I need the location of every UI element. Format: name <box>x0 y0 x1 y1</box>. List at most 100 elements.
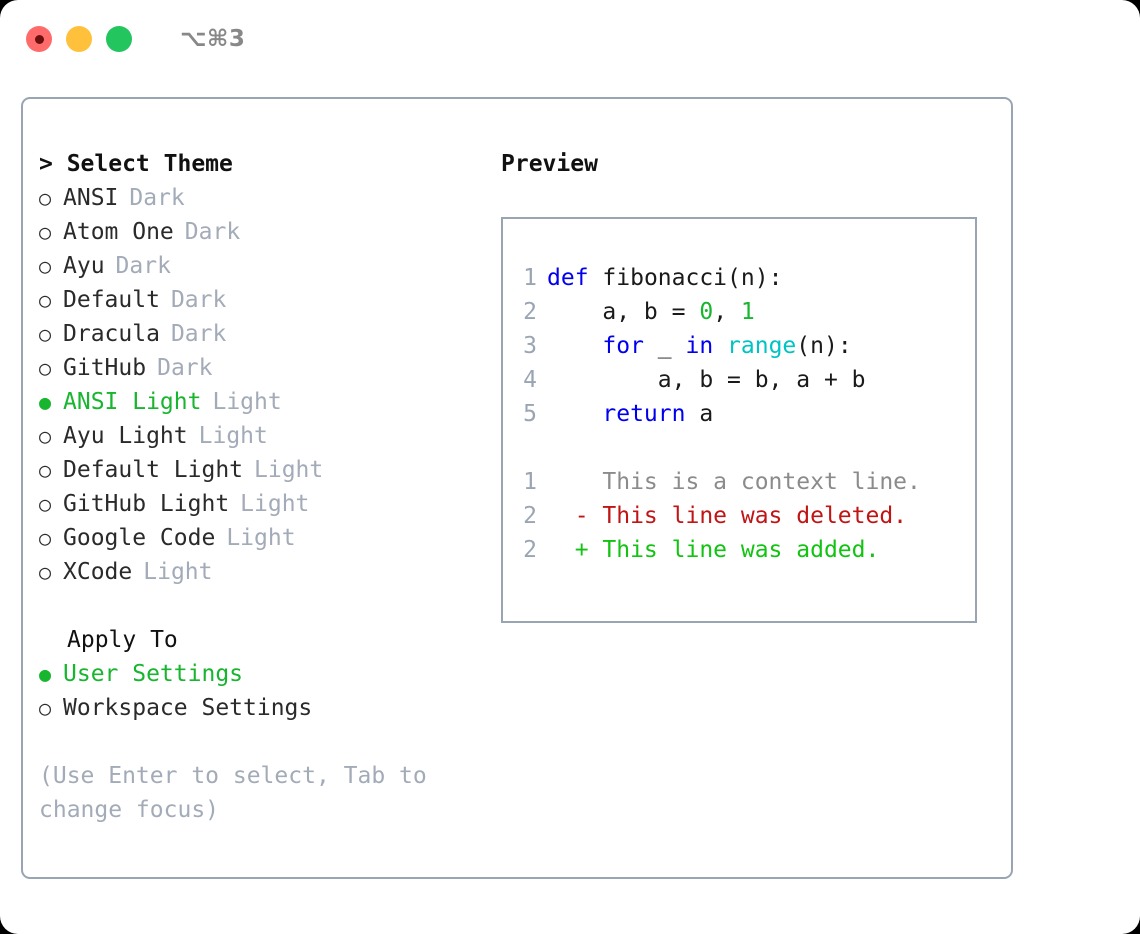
radio-unselected-icon: ○ <box>39 356 52 380</box>
code-text: a, b = b, a + b <box>547 363 866 397</box>
code-token: return <box>602 401 686 427</box>
radio-unselected-icon: ○ <box>39 424 52 448</box>
code-text: for _ in range(n): <box>547 329 852 363</box>
theme-option-label: XCode <box>63 559 133 585</box>
line-number: 5 <box>523 401 537 427</box>
theme-option-label: Google Code <box>63 525 216 551</box>
line-number: 2 <box>523 503 537 529</box>
theme-option[interactable]: ○ ANSI Dark <box>39 181 499 215</box>
radio-unselected-icon: ○ <box>39 526 52 550</box>
theme-variant-badge: Dark <box>129 185 185 211</box>
theme-option[interactable]: ○ Dracula Dark <box>39 317 499 351</box>
theme-option[interactable]: ○ Default Light Light <box>39 453 499 487</box>
code-token: 0 <box>699 299 714 325</box>
theme-option[interactable]: ○ Google Code Light <box>39 521 499 555</box>
radio-selected-icon: ● <box>39 390 52 414</box>
title-bar: ⌥⌘3 <box>0 0 1140 78</box>
theme-variant-badge: Light <box>254 457 324 483</box>
code-token: range <box>727 333 797 359</box>
radio-unselected-icon: ○ <box>39 560 52 584</box>
code-text: def fibonacci(n): <box>547 261 782 295</box>
code-token: def <box>547 265 589 291</box>
line-number: 3 <box>523 333 537 359</box>
code-line: 5 return a <box>503 397 975 431</box>
line-number: 1 <box>523 265 537 291</box>
apply-to-option[interactable]: ○Workspace Settings <box>39 691 499 725</box>
radio-unselected-icon: ○ <box>39 322 52 346</box>
code-line: 3 for _ in range(n): <box>503 329 975 363</box>
code-token <box>547 333 602 359</box>
line-number: 1 <box>523 469 537 495</box>
code-token: a, b = b, a + b <box>547 367 866 393</box>
theme-option-label: GitHub <box>63 355 147 381</box>
radio-selected-icon: ● <box>39 662 52 686</box>
keyboard-hint-text: (Use Enter to select, Tab to change focu… <box>39 763 441 823</box>
line-number: 2 <box>523 299 537 325</box>
code-line: 4 a, b = b, a + b <box>503 363 975 397</box>
theme-variant-badge: Dark <box>170 287 227 313</box>
radio-unselected-icon: ○ <box>39 458 52 482</box>
preview-header: Preview <box>501 151 598 177</box>
theme-option[interactable]: ○ Ayu Light Light <box>39 419 499 453</box>
theme-variant-badge: Light <box>240 491 310 517</box>
code-token <box>589 265 603 291</box>
theme-option-label: Default <box>63 287 160 313</box>
theme-option[interactable]: ○ Default Dark <box>39 283 499 317</box>
code-line: 2 a, b = 0, 1 <box>503 295 975 329</box>
line-number: 2 <box>523 537 537 563</box>
code-token: 1 <box>740 299 755 325</box>
theme-option-label: ANSI <box>63 185 119 211</box>
diff-line: 2 - This line was deleted. <box>503 499 975 533</box>
theme-option[interactable]: ○ Ayu Dark <box>39 249 499 283</box>
theme-option[interactable]: ○ XCode Light <box>39 555 499 589</box>
maximize-button-icon[interactable] <box>106 26 132 52</box>
diff-text: - This line was deleted. <box>547 503 908 529</box>
radio-unselected-icon: ○ <box>39 492 52 516</box>
code-token <box>713 333 727 359</box>
theme-variant-badge: Dark <box>170 321 227 347</box>
code-token: , <box>713 299 741 325</box>
code-token <box>547 401 602 427</box>
code-token: for <box>602 333 644 359</box>
theme-option-label: ANSI Light <box>63 389 202 415</box>
theme-option-label: Ayu <box>63 253 105 279</box>
apply-to-option-label: User Settings <box>63 661 244 687</box>
code-line: 1 def fibonacci(n): <box>503 261 975 295</box>
code-token: _ <box>643 333 686 359</box>
diff-sample: 1 This is a context line.2 - This line w… <box>503 465 975 567</box>
theme-variant-badge: Dark <box>115 253 171 279</box>
radio-unselected-icon: ○ <box>39 186 52 210</box>
diff-text: + This line was added. <box>547 537 880 563</box>
apply-to-option-list[interactable]: ● User Settings ○Workspace Settings <box>39 657 499 725</box>
code-token: a, b = <box>547 299 700 325</box>
radio-unselected-icon: ○ <box>39 220 52 244</box>
apply-to-option-label: Workspace Settings <box>63 695 313 721</box>
diff-line: 1 This is a context line. <box>503 465 975 499</box>
select-theme-header: > Select Theme <box>39 151 233 177</box>
minimize-button-icon[interactable] <box>66 26 92 52</box>
code-token: fibonacci(n): <box>602 265 783 291</box>
traffic-lights <box>26 26 132 52</box>
code-token: (n): <box>796 333 852 359</box>
apply-to-option[interactable]: ● User Settings <box>39 657 499 691</box>
theme-variant-badge: Light <box>226 525 296 551</box>
theme-option-label: Atom One <box>63 219 174 245</box>
close-button-icon[interactable] <box>26 26 52 52</box>
theme-variant-badge: Light <box>143 559 213 585</box>
theme-option-label: Dracula <box>63 321 160 347</box>
theme-option-label: Ayu Light <box>63 423 188 449</box>
code-text: a, b = 0, 1 <box>547 295 755 329</box>
radio-unselected-icon: ○ <box>39 288 52 312</box>
code-token: in <box>685 333 714 359</box>
theme-option-label: Default Light <box>63 457 244 483</box>
theme-variant-badge: Light <box>198 423 268 449</box>
radio-unselected-icon: ○ <box>39 254 52 278</box>
